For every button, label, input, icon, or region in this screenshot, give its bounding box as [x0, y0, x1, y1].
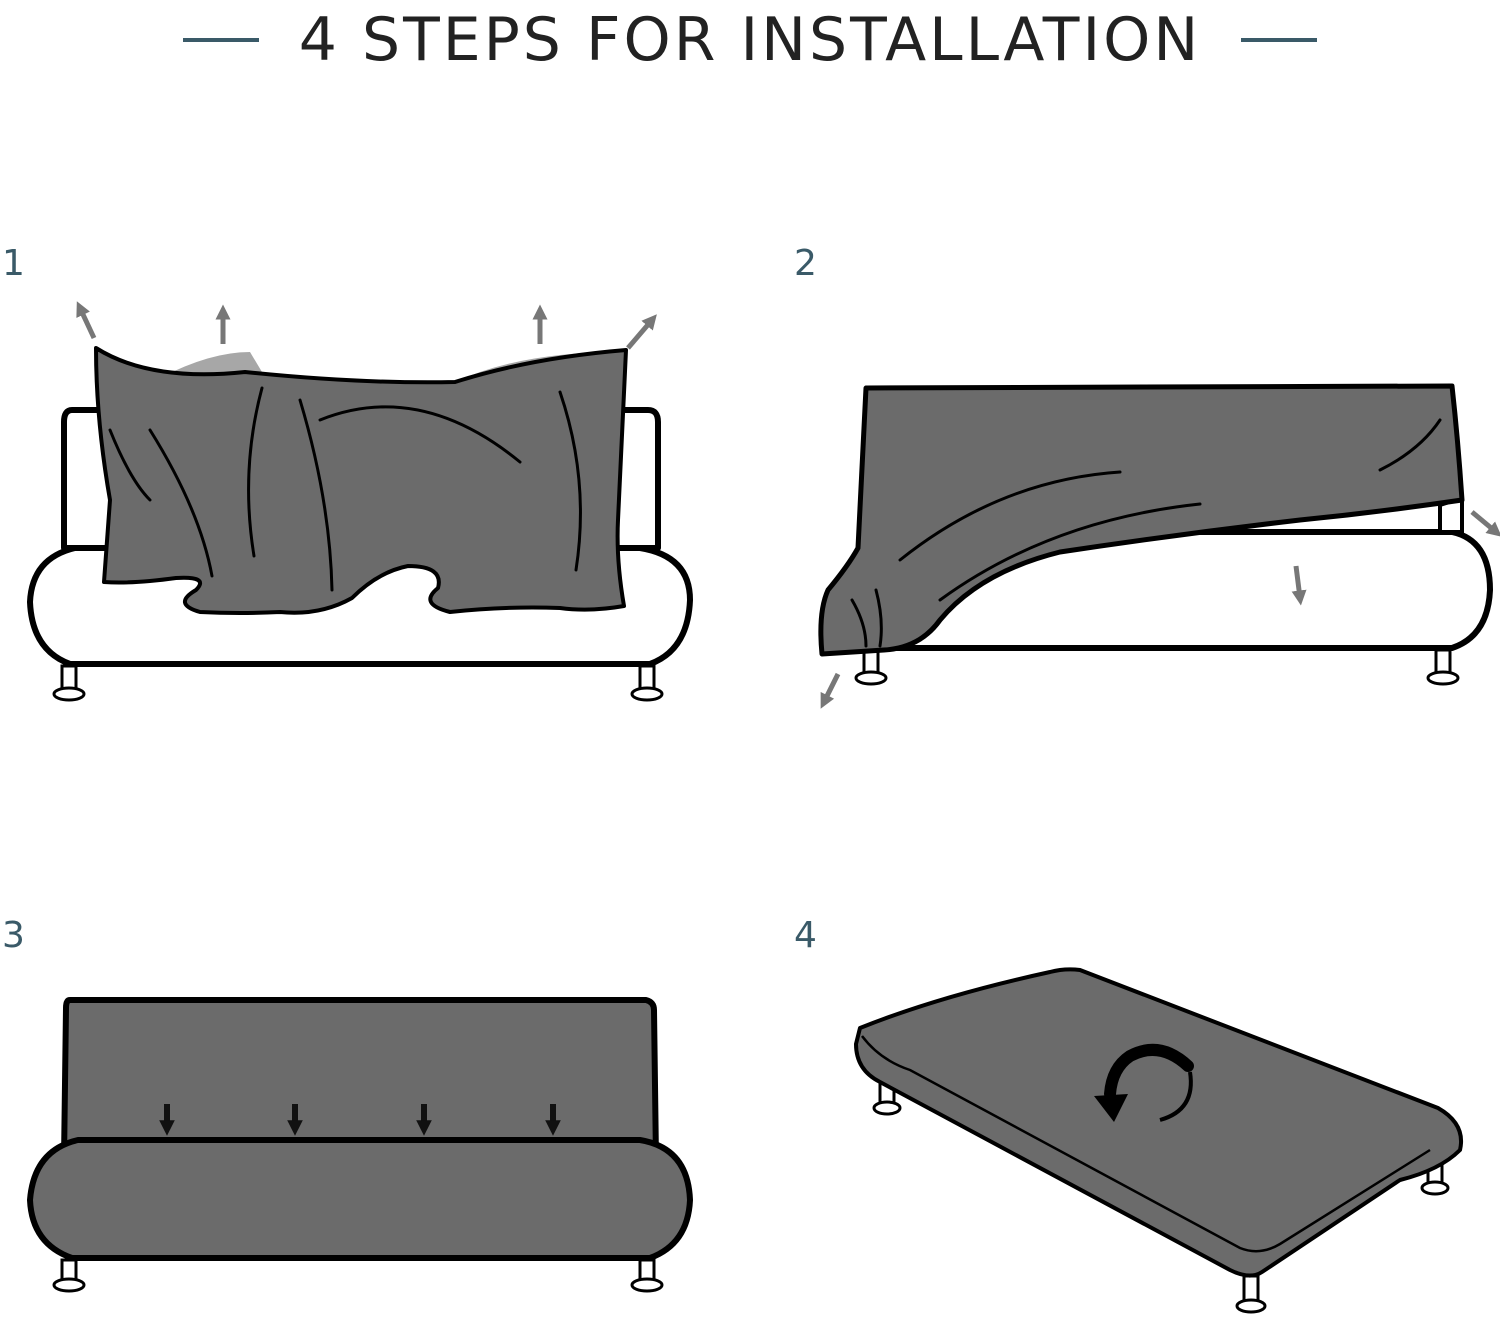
step-1-sofa-legs: [52, 664, 664, 702]
step-4-sofa-legs: [872, 1078, 1450, 1314]
step-2-pull-arrows: [820, 510, 1500, 709]
step-2-sofa-legs: [854, 648, 1460, 686]
step-3-sofa-legs: [52, 1258, 664, 1293]
step-4-flat-sofa: [854, 967, 1463, 1278]
step-1-slipcover: [94, 346, 628, 615]
step-3-illustration: [27, 997, 693, 1293]
title-left-rule: [182, 38, 259, 42]
step-4-illustration: [854, 967, 1463, 1314]
title-right-rule: [1241, 38, 1318, 42]
step-2-slipcover: [818, 383, 1465, 657]
step-3-sofa-seat: [27, 1137, 693, 1261]
page-header: 4 STEPS FOR INSTALLATION: [0, 0, 1500, 80]
step-3-sofa-back: [61, 997, 659, 1163]
step-4-number: 4: [794, 915, 817, 956]
step-4-edges: [861, 1035, 1431, 1253]
step-2-cover-folds: [850, 418, 1442, 648]
step-1-number: 1: [2, 243, 25, 284]
step-1-pull-arrows: [76, 301, 657, 350]
step-4-rotate-arrow: [1094, 1044, 1194, 1122]
step-3-tuck-arrows: [159, 1104, 561, 1136]
step-2-number: 2: [794, 243, 817, 284]
step-2-illustration: [818, 383, 1500, 709]
step-1-illustration: [27, 301, 693, 702]
step-1-cover-folds: [108, 386, 582, 592]
page-title: 4 STEPS FOR INSTALLATION: [298, 5, 1202, 75]
step-3-number: 3: [2, 915, 25, 956]
